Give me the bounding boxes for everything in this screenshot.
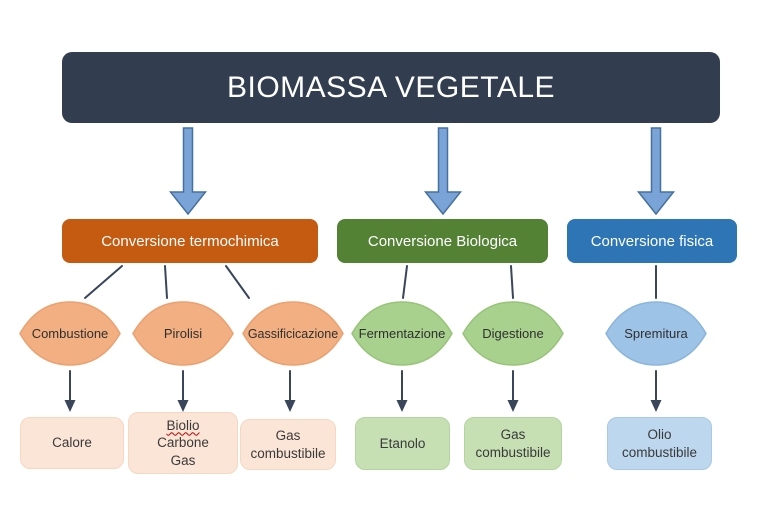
oval-gassificazione-label: Gassificicazione — [247, 326, 339, 341]
branch-header-biologica-label: Conversione Biologica — [367, 232, 518, 250]
output-biolio-line-misspelled: Biolio — [166, 417, 200, 433]
lens-shape — [242, 301, 344, 366]
arrowhead-fermentazione — [396, 400, 408, 412]
output-calore: Calore — [20, 417, 124, 469]
arrowhead-gassificazione — [284, 400, 296, 412]
output-etanolo: Etanolo — [355, 417, 450, 470]
output-gas-combustibile-bio-line2: combustibile — [475, 444, 551, 460]
output-calore-line: Calore — [52, 435, 92, 451]
arrowhead-combustione — [64, 400, 76, 412]
output-etanolo-line: Etanolo — [379, 435, 426, 451]
output-biolio-carbone-gas: Biolio Carbone Gas — [128, 412, 238, 474]
lens-shape — [462, 301, 564, 366]
arrowhead-spremitura — [650, 400, 662, 412]
line-termo-combustione — [84, 265, 123, 299]
big-arrow-biologica — [423, 127, 463, 216]
big-arrow-termochimica — [168, 127, 208, 216]
line-termo-pirolisi — [164, 265, 168, 299]
oval-digestione: Digestione — [461, 300, 565, 367]
oval-spremitura: Spremitura — [604, 300, 708, 367]
output-olio-combustibile-line1: Olio — [647, 426, 672, 442]
line-bio-digestione — [510, 265, 514, 299]
oval-spremitura-label: Spremitura — [624, 326, 688, 341]
output-gas-combustibile-bio-line1: Gas — [500, 426, 526, 442]
oval-combustione: Combustione — [18, 300, 122, 367]
output-carbone-line: Carbone — [157, 435, 209, 451]
branch-header-termochimica: Conversione termochimica — [62, 219, 318, 263]
lens-shape — [132, 301, 234, 366]
output-gas-combustibile-bio: Gas combustibile — [464, 417, 562, 470]
output-gas-combustibile-termo-line2: combustibile — [250, 445, 326, 461]
branch-header-biologica: Conversione Biologica — [337, 219, 548, 263]
oval-fermentazione-label: Fermentazione — [358, 326, 446, 341]
oval-digestione-label: Digestione — [482, 326, 544, 341]
lens-shape — [605, 301, 707, 366]
branch-header-fisica: Conversione fisica — [567, 219, 737, 263]
diagram-title: BIOMASSA VEGETALE — [226, 70, 556, 104]
output-olio-combustibile-line2: combustibile — [621, 444, 698, 460]
line-termo-gassificazione — [225, 265, 250, 299]
root-node-biomassa: BIOMASSA VEGETALE — [62, 52, 720, 123]
output-gas-combustibile-termo-line1: Gas — [275, 427, 301, 443]
lens-shape — [19, 301, 121, 366]
oval-combustione-label: Combustione — [31, 326, 109, 341]
branch-header-fisica-label: Conversione fisica — [590, 232, 714, 250]
oval-pirolisi-label: Pirolisi — [163, 326, 203, 341]
output-gas-combustibile-termo: Gas combustibile — [240, 419, 336, 470]
big-arrow-fisica — [636, 127, 676, 216]
output-olio-combustibile: Olio combustibile — [607, 417, 712, 470]
oval-fermentazione: Fermentazione — [350, 300, 454, 367]
arrowhead-pirolisi — [177, 400, 189, 412]
line-bio-fermentazione — [402, 265, 408, 299]
output-gas-line: Gas — [170, 452, 196, 468]
oval-pirolisi: Pirolisi — [131, 300, 235, 367]
branch-header-termochimica-label: Conversione termochimica — [101, 232, 279, 250]
arrowhead-digestione — [507, 400, 519, 412]
oval-gassificazione: Gassificicazione — [241, 300, 345, 367]
lens-shape — [351, 301, 453, 366]
